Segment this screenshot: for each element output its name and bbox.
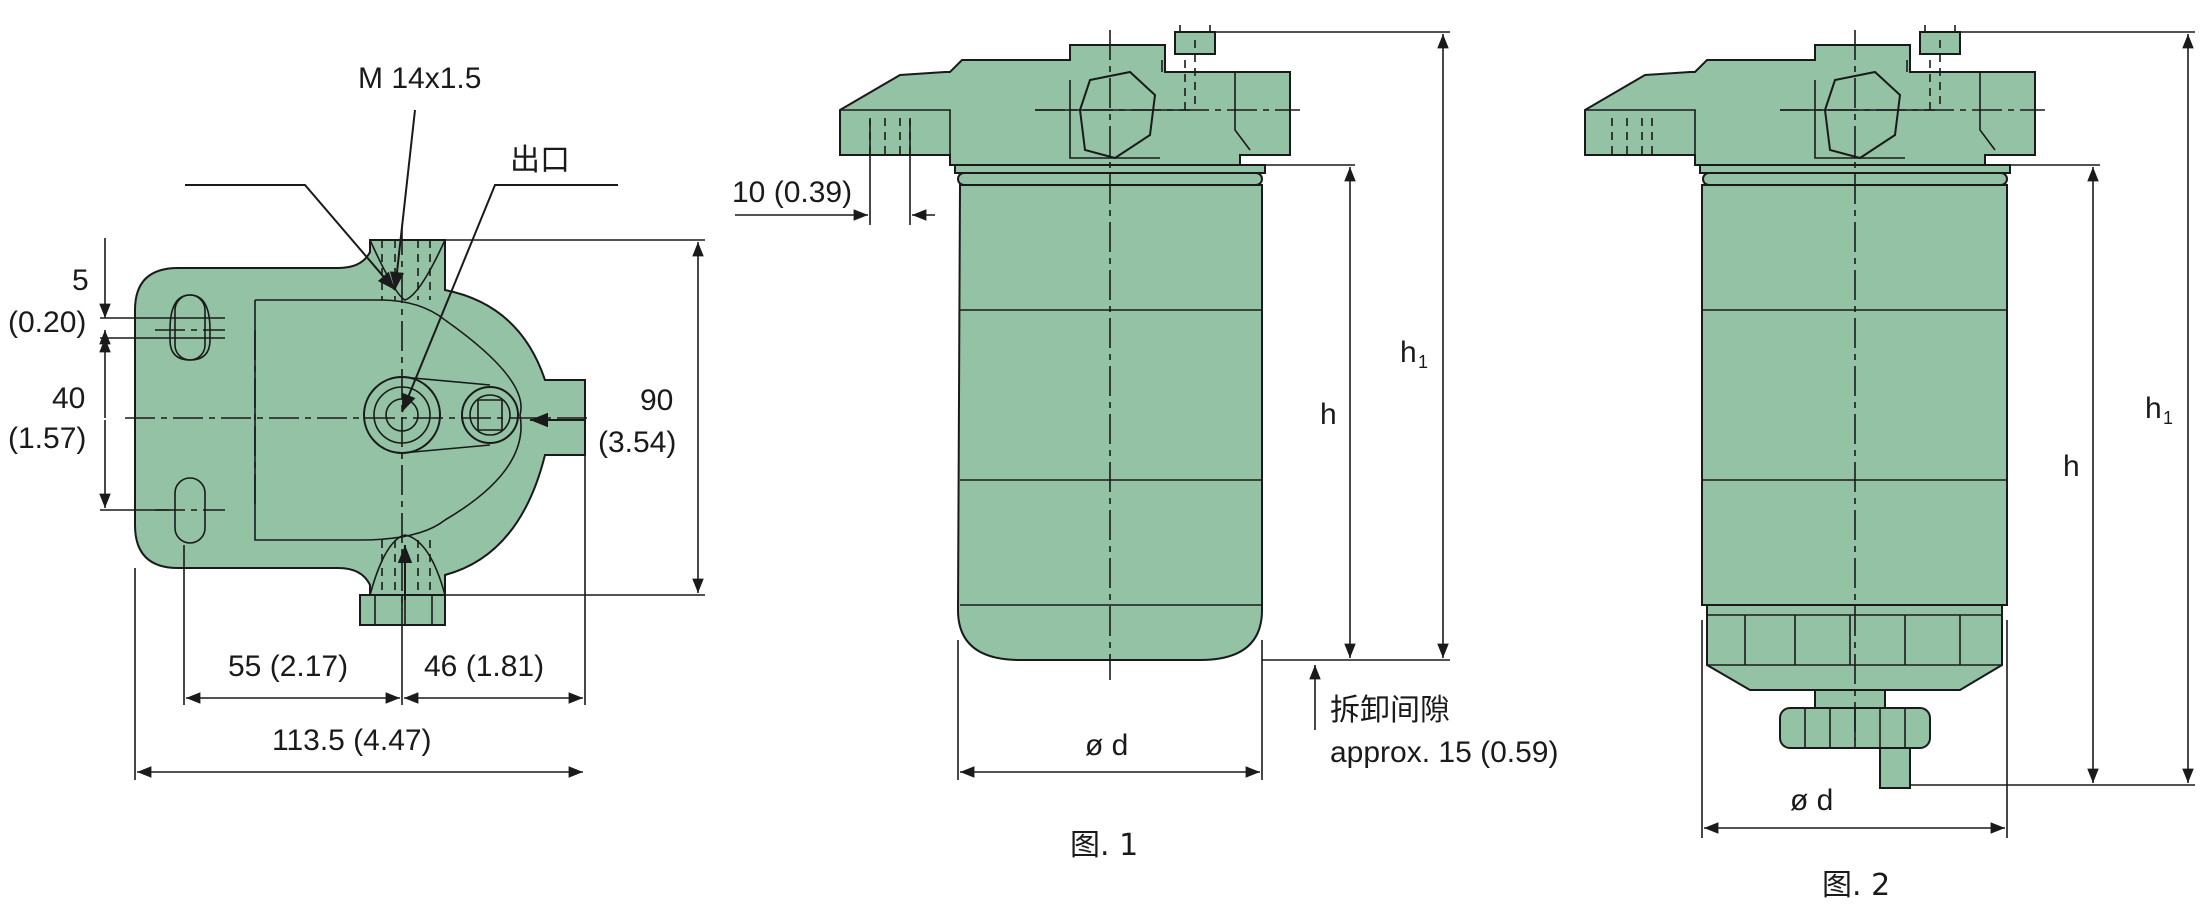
- dim-90-label: 90: [640, 384, 673, 417]
- dim-40-label: 40: [52, 382, 85, 415]
- clearance-en-label: approx. 15 (0.59): [1330, 736, 1558, 769]
- fig1-caption: 图. 1: [1070, 828, 1138, 863]
- dim-5-inch-label: (0.20): [8, 306, 86, 339]
- fig1-h1-subscript: 1: [1418, 352, 1428, 372]
- fig2-d-label: ø d: [1790, 784, 1833, 817]
- dim-10-label: 10 (0.39): [732, 176, 852, 209]
- mounting-plate: [134, 239, 586, 596]
- fig1-h1-label: h: [1400, 336, 1417, 369]
- fig2-h-label: h: [2063, 450, 2080, 483]
- filter-fig2: [1584, 25, 2195, 838]
- drain-spout: [1879, 747, 1911, 789]
- filter-fig1: [735, 25, 1450, 780]
- fig1-h-label: h: [1320, 398, 1337, 431]
- fig2-h1-subscript: 1: [2163, 408, 2173, 428]
- filter-head: [839, 44, 1291, 166]
- dim-113-label: 113.5 (4.47): [272, 724, 432, 757]
- outlet-label: 出口: [510, 143, 570, 178]
- fig2-h1-label: h: [2145, 392, 2162, 425]
- thread-label: M 14x1.5: [358, 62, 481, 95]
- dim-5-label: 5: [72, 264, 89, 297]
- fig2-caption: 图. 2: [1822, 868, 1890, 903]
- fig1-d-label: ø d: [1085, 729, 1128, 762]
- dim-55-label: 55 (2.17): [228, 650, 348, 683]
- clearance-cn-label: 拆卸间隙: [1330, 693, 1450, 728]
- filter-head-2: [1584, 44, 2036, 166]
- plan-view: [99, 109, 705, 780]
- dim-40-inch-label: (1.57): [8, 422, 86, 455]
- dim-90-inch-label: (3.54): [598, 426, 676, 459]
- dim-46-label: 46 (1.81): [424, 650, 544, 683]
